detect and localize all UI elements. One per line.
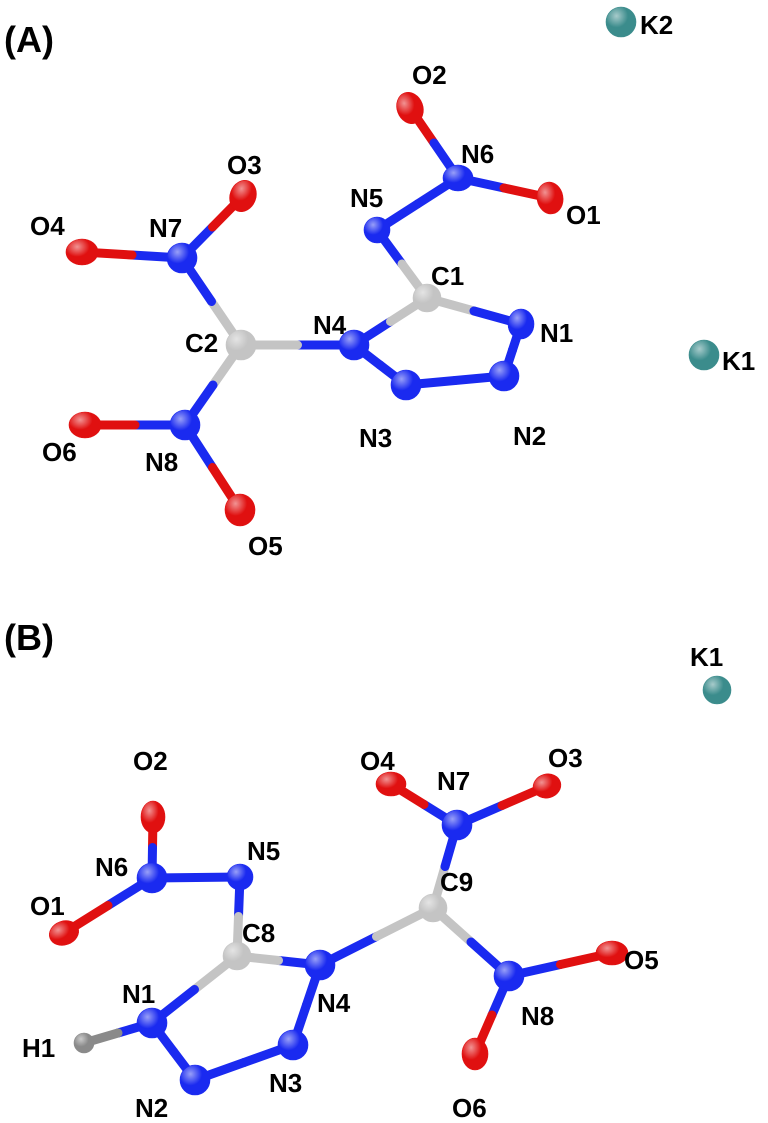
atom-label-k1: K1 xyxy=(690,642,723,672)
atom-n1 xyxy=(507,308,535,340)
panel-a-label: (A) xyxy=(4,19,54,60)
atom-o1 xyxy=(536,181,564,215)
atom-n6 xyxy=(136,862,168,894)
atom-k1 xyxy=(688,339,720,371)
atom-n7 xyxy=(441,809,473,841)
atom-label-n5: N5 xyxy=(247,836,280,866)
atom-n6 xyxy=(442,164,474,192)
atom-label-c9: C9 xyxy=(440,867,473,897)
atom-label-n6: N6 xyxy=(95,852,128,882)
atom-label-c8: C8 xyxy=(242,918,275,948)
atom-c8 xyxy=(222,941,252,971)
atom-o3 xyxy=(229,180,257,212)
atom-n2 xyxy=(179,1064,211,1096)
atom-label-o6: O6 xyxy=(452,1093,487,1123)
atom-label-o5: O5 xyxy=(248,531,283,561)
bond-N6-O1 xyxy=(59,873,157,938)
atom-n2 xyxy=(488,360,520,392)
atom-label-k2: K2 xyxy=(640,10,673,40)
atom-o6 xyxy=(68,411,102,439)
atom-o1 xyxy=(49,920,79,946)
atom-label-k1: K1 xyxy=(722,346,755,376)
atom-label-o2: O2 xyxy=(412,60,447,90)
atom-label-c2: C2 xyxy=(185,328,218,358)
bond-C1-N1 xyxy=(422,293,526,329)
atom-label-n2: N2 xyxy=(135,1093,168,1123)
atom-o5 xyxy=(595,940,629,966)
atom-o4 xyxy=(375,771,407,797)
atom-label-n7: N7 xyxy=(149,213,182,243)
atom-n4 xyxy=(304,949,336,981)
atom-n7 xyxy=(166,242,198,274)
atom-label-o5: O5 xyxy=(624,945,659,975)
atom-c1 xyxy=(412,283,442,313)
atom-o2 xyxy=(140,800,166,834)
atom-label-o3: O3 xyxy=(227,150,262,180)
atom-label-n3: N3 xyxy=(359,423,392,453)
atom-n5 xyxy=(363,216,391,244)
atom-n5 xyxy=(226,863,254,891)
atom-c2 xyxy=(225,329,257,361)
atom-k2 xyxy=(605,6,637,38)
atom-o4 xyxy=(65,238,99,266)
atom-label-n4: N4 xyxy=(317,988,351,1018)
atom-label-n5: N5 xyxy=(350,183,383,213)
atom-label-h1: H1 xyxy=(22,1033,55,1063)
atom-label-n1: N1 xyxy=(540,318,573,348)
atom-o6 xyxy=(461,1037,489,1071)
atom-n1 xyxy=(136,1007,168,1039)
atom-n8 xyxy=(493,960,525,992)
atom-label-n3: N3 xyxy=(269,1068,302,1098)
atom-label-n8: N8 xyxy=(521,1001,554,1031)
atom-label-o4: O4 xyxy=(360,746,395,776)
atom-label-n8: N8 xyxy=(145,447,178,477)
atom-label-c1: C1 xyxy=(431,261,464,291)
atom-label-o1: O1 xyxy=(566,200,601,230)
atom-k1 xyxy=(702,675,732,705)
atom-n3 xyxy=(277,1029,309,1061)
bond-N4-C9 xyxy=(315,903,438,970)
atom-c9 xyxy=(418,893,448,923)
atom-label-o2: O2 xyxy=(133,746,168,776)
atom-label-o3: O3 xyxy=(548,743,583,773)
bond-C8-N1 xyxy=(147,951,242,1028)
atom-label-n2: N2 xyxy=(513,421,546,451)
atom-label-n6: N6 xyxy=(461,139,494,169)
atom-label-o1: O1 xyxy=(30,891,65,921)
atom-o2 xyxy=(396,92,424,124)
atom-n3 xyxy=(390,369,422,401)
atom-label-o6: O6 xyxy=(42,437,77,467)
atom-label-n1: N1 xyxy=(122,979,155,1009)
atom-h1 xyxy=(73,1032,95,1054)
atom-n8 xyxy=(169,409,201,441)
atom-n4 xyxy=(338,329,370,361)
panel-b-label: (B) xyxy=(4,617,54,658)
atom-label-o4: O4 xyxy=(30,211,65,241)
atom-o5 xyxy=(224,493,256,527)
atom-label-n4: N4 xyxy=(313,310,347,340)
atom-label-n7: N7 xyxy=(437,766,470,796)
atom-o3 xyxy=(532,773,562,799)
